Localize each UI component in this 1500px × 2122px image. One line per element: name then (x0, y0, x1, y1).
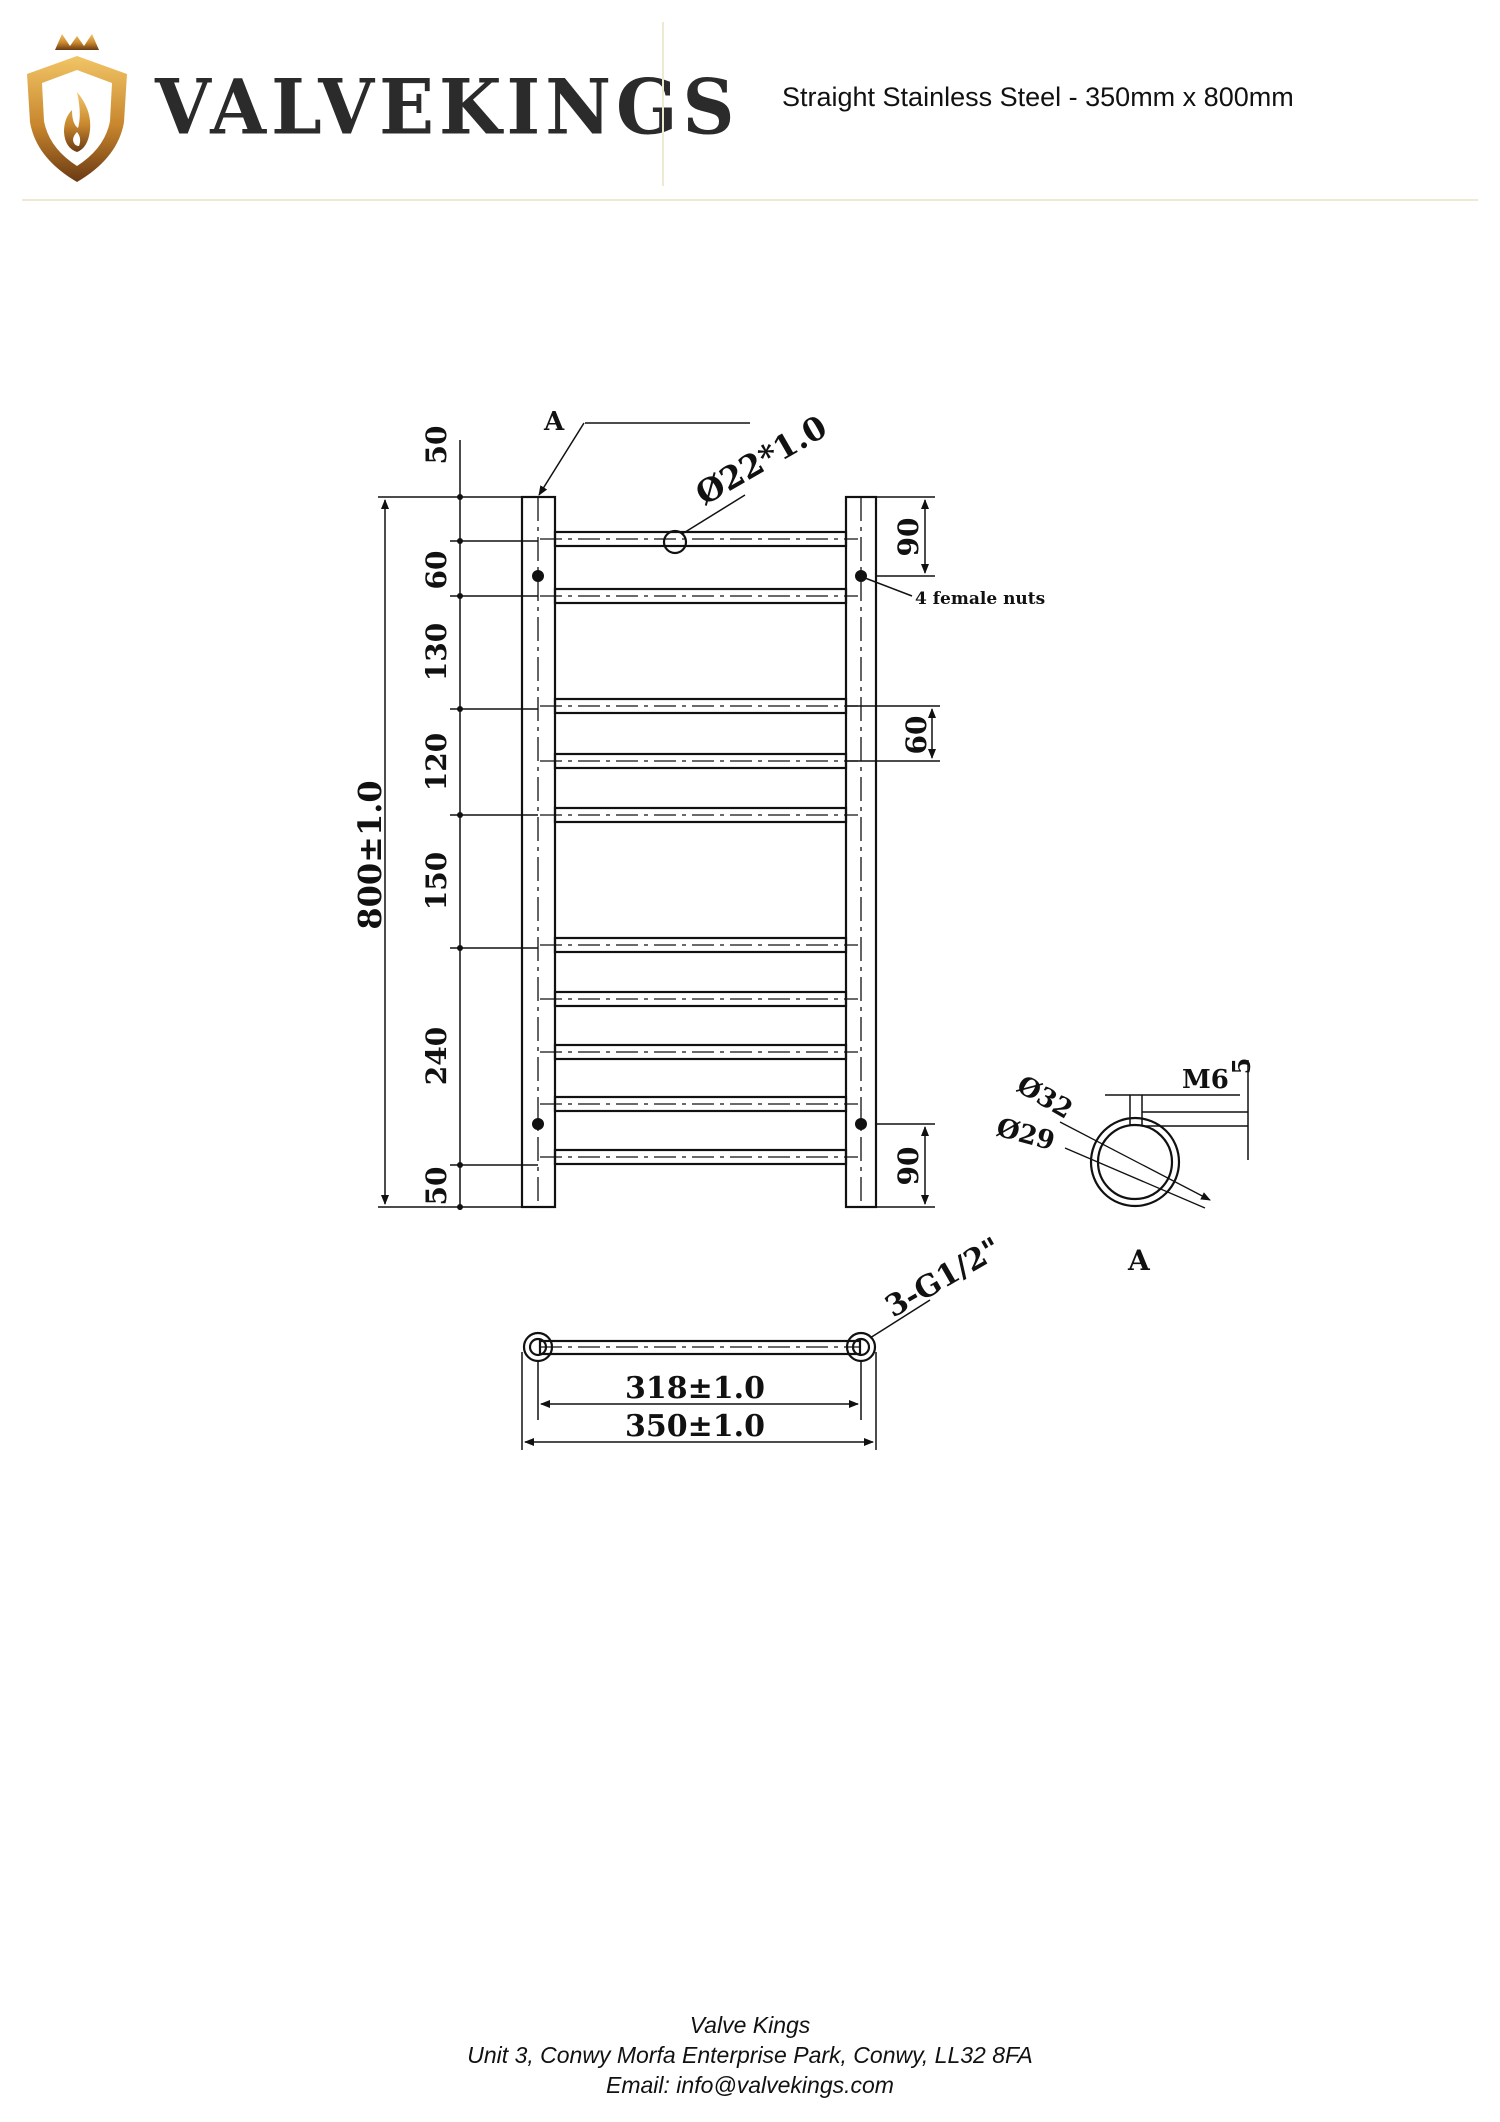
dim-label-50-bottom: 50 (420, 1167, 453, 1206)
page-footer: Valve Kings Unit 3, Conwy Morfa Enterpri… (0, 2010, 1500, 2100)
nuts-label: 4 female nuts (915, 589, 1045, 609)
page-header: VALVEKINGS Straight Stainless Steel - 35… (0, 0, 1500, 205)
dim-label-60: 60 (420, 551, 453, 590)
thread-size-label: M6 (1182, 1065, 1229, 1095)
dim-label-50-top: 50 (420, 426, 453, 465)
left-chain-dimension (450, 440, 538, 1210)
crown-shield-flame-icon (27, 34, 127, 182)
centers-dimension-label: 318±1.0 (625, 1371, 765, 1406)
dim-label-120: 120 (420, 733, 453, 791)
left-side-tube (520, 495, 557, 1209)
bottom-plan-view (521, 1299, 931, 1450)
footer-address: Unit 3, Conwy Morfa Enterprise Park, Con… (467, 2042, 1033, 2068)
section-a-label: A (1127, 1244, 1151, 1277)
thread-connection-label: 3-G1/2" (880, 1231, 1008, 1325)
overall-height-dimension (378, 496, 522, 1208)
footer-company: Valve Kings (689, 2012, 811, 2038)
right-dimensions (845, 496, 940, 1208)
dim-label-90-top: 90 (892, 518, 925, 557)
towel-rails (553, 530, 848, 1166)
footer-email: Email: info@valvekings.com (606, 2072, 894, 2098)
inner-diameter-label: Ø29 (993, 1113, 1058, 1157)
depth-label: 5 (1227, 1058, 1256, 1075)
rail-centerlines (540, 538, 858, 1158)
overall-width-label: 350±1.0 (625, 1409, 765, 1444)
header-vertical-divider (662, 22, 664, 186)
right-side-tube (844, 495, 878, 1209)
section-marker: A (543, 407, 565, 437)
overall-height-label: 800±1.0 (351, 780, 389, 929)
dim-label-150: 150 (420, 852, 453, 910)
header-divider (22, 199, 1478, 201)
outer-diameter-label: Ø32 (1012, 1070, 1078, 1125)
dim-label-60-right: 60 (900, 716, 933, 755)
section-a-detail (1059, 1060, 1249, 1209)
dim-label-130: 130 (420, 623, 453, 681)
brand-name: VALVEKINGS (155, 62, 740, 152)
female-nuts (532, 570, 867, 1130)
tube-section-circle (662, 529, 688, 555)
dim-label-90-bottom: 90 (892, 1147, 925, 1186)
dim-label-240: 240 (420, 1027, 453, 1085)
product-title: Straight Stainless Steel - 350mm x 800mm (782, 82, 1294, 112)
